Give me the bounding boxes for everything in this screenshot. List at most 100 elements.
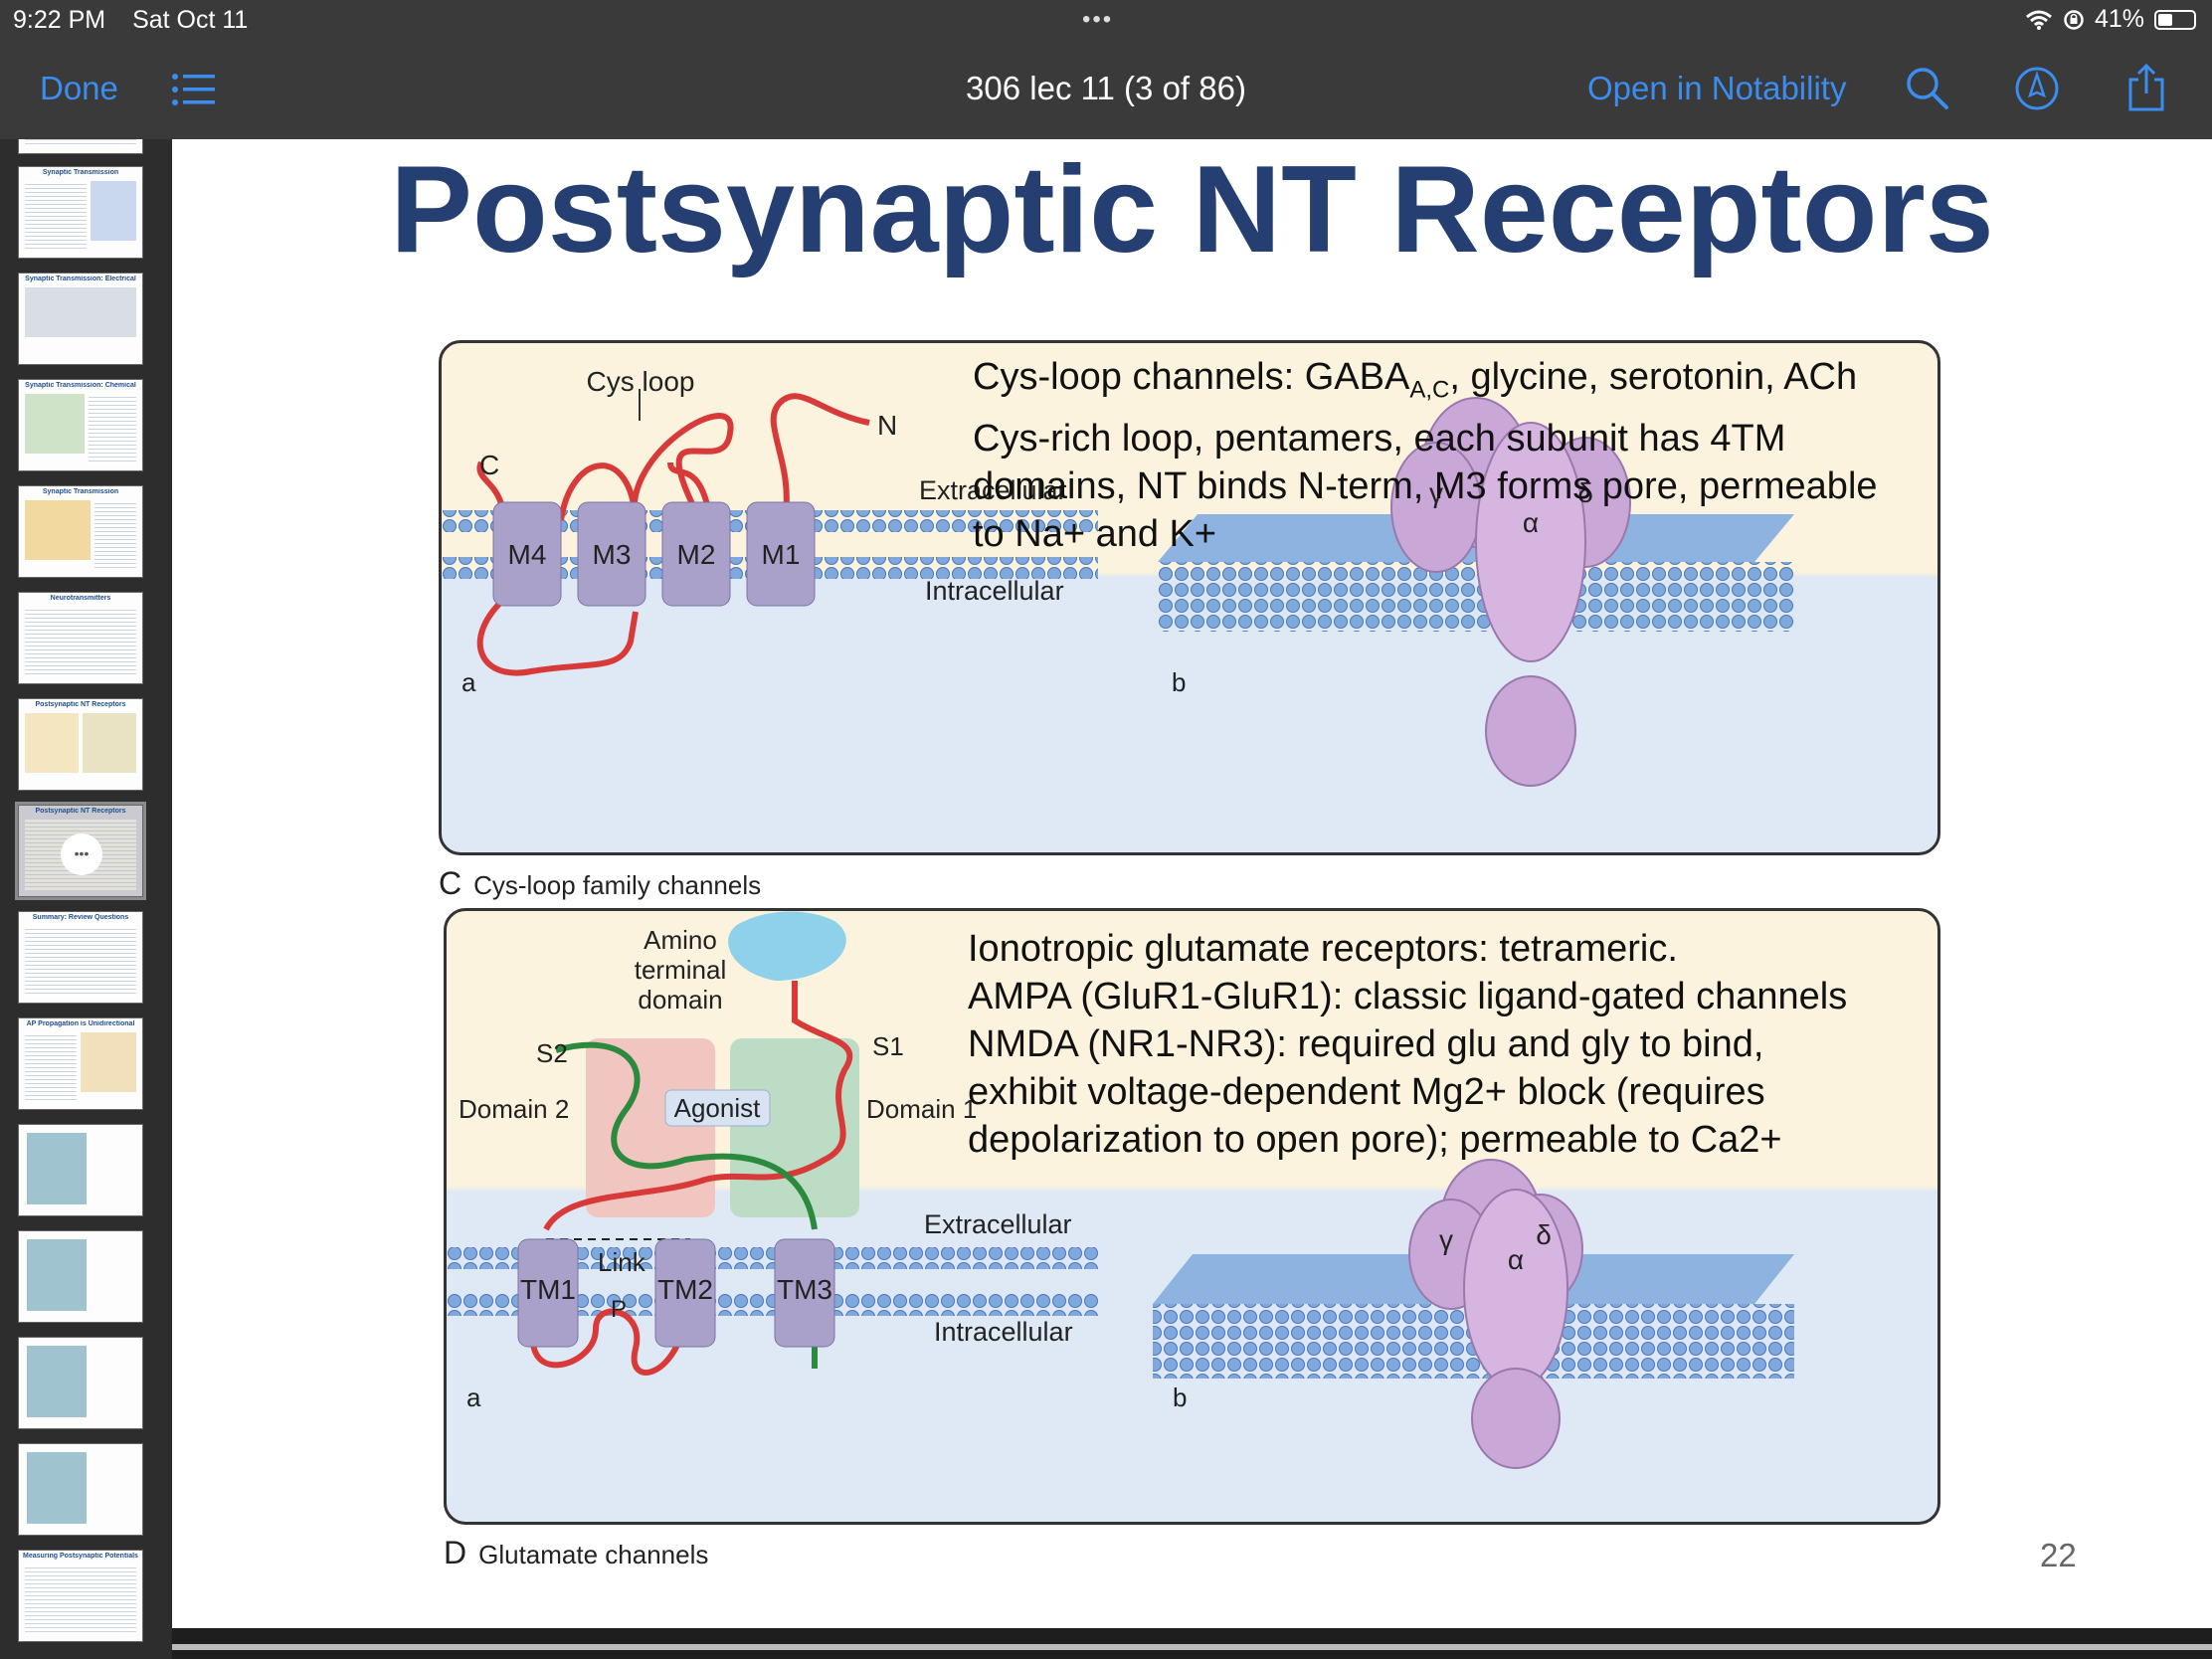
thumbnail-image xyxy=(25,287,136,337)
segment-m1: M1 xyxy=(746,501,816,607)
segment-label: TM2 xyxy=(657,1274,713,1305)
panel-label-b: b xyxy=(1173,1382,1187,1412)
segment-label: TM1 xyxy=(520,1274,576,1305)
status-left: 9:22 PM Sat Oct 11 xyxy=(13,6,268,35)
glu-text-line: depolarization to open pore); permeable … xyxy=(968,1119,1782,1161)
page-thumbnail[interactable] xyxy=(18,1230,143,1323)
thumbnail-content xyxy=(94,500,136,571)
n-terminus-label: N xyxy=(877,410,897,441)
amino-label-line: domain xyxy=(638,985,722,1014)
red-chain xyxy=(543,981,853,1231)
segment-label: TM3 xyxy=(777,1274,832,1305)
thumbnail-content xyxy=(25,607,136,677)
intracellular-label: Intracellular xyxy=(934,1317,1073,1347)
thumbnail-content xyxy=(25,1032,77,1103)
segment-tm3: TM3 xyxy=(774,1238,835,1348)
segment-label: M2 xyxy=(677,539,716,570)
page-thumbnail[interactable] xyxy=(18,139,143,154)
done-button[interactable]: Done xyxy=(40,70,118,106)
amino-label-line: Amino xyxy=(644,925,717,955)
cys-loop-label: Cys loop xyxy=(587,366,695,397)
s2-label: S2 xyxy=(536,1038,568,1068)
page-thumbnail[interactable]: Synaptic Transmission xyxy=(18,166,143,259)
panel-label-a: a xyxy=(466,1382,481,1412)
page-thumbnail[interactable]: Synaptic Transmission: Electrical xyxy=(18,273,143,365)
page-thumbnail[interactable]: Summary: Review Questions xyxy=(18,911,143,1004)
pentamer-channel: α γ δ xyxy=(1390,397,1631,787)
subunit-delta: δ xyxy=(1577,477,1593,508)
status-time: 9:22 PM xyxy=(13,6,106,34)
list-icon[interactable] xyxy=(171,72,217,107)
thumbnail-image xyxy=(91,181,136,241)
thumbnail-image xyxy=(25,713,79,773)
page-thumbnail[interactable] xyxy=(18,1443,143,1536)
panel-label-a: a xyxy=(461,667,476,697)
cys-text-line: Cys-loop channels: GABAA,C, glycine, ser… xyxy=(973,353,1878,415)
segment-label: M4 xyxy=(508,539,547,570)
battery-percent: 41% xyxy=(2094,5,2144,33)
share-icon[interactable] xyxy=(2126,64,2166,111)
open-in-notability-button[interactable]: Open in Notability xyxy=(1587,70,1847,106)
link-label: Link xyxy=(598,1247,646,1277)
thumbnail-title: Synaptic Transmission: Chemical xyxy=(25,382,136,389)
cys-text-part: Cys-loop channels: GABA xyxy=(973,356,1410,398)
thumbnail-content xyxy=(25,1565,136,1635)
battery-icon xyxy=(2154,9,2196,30)
extracellular-label: Extracellular xyxy=(924,1209,1072,1239)
thumbnail-title: Measuring Postsynaptic Potentials xyxy=(23,1553,138,1560)
thumbnail-title: Postsynaptic NT Receptors xyxy=(35,701,126,708)
scroll-indicator[interactable] xyxy=(172,1644,2212,1650)
segment-m3: M3 xyxy=(577,501,646,607)
segment-label: M1 xyxy=(762,539,801,570)
page-thumbnail[interactable]: Synaptic Transmission xyxy=(18,485,143,578)
glu-text-line: Ionotropic glutamate receptors: tetramer… xyxy=(968,928,1678,970)
p-loop-label: P xyxy=(611,1296,627,1323)
thumbnail-title: Synaptic Transmission xyxy=(42,169,119,176)
slide-page: Postsynaptic NT Receptors M4 M3 M2 M1 xyxy=(172,139,2212,1628)
markup-pen-icon[interactable] xyxy=(2014,66,2060,111)
thumbnail-image xyxy=(83,713,136,773)
toolbar: Done 306 lec 11 (3 of 86) Open in Notabi… xyxy=(0,40,2212,139)
glu-text-line: exhibit voltage-dependent Mg2+ block (re… xyxy=(968,1071,1765,1113)
page-thumbnail[interactable]: AP Propagation is Unidirectional xyxy=(18,1017,143,1110)
slide-title: Postsynaptic NT Receptors xyxy=(390,141,1994,278)
segment-tm2: TM2 xyxy=(654,1238,716,1348)
cys-loop-diagram: M4 M3 M2 M1 Cys loop N C Extracellular I… xyxy=(442,366,1794,787)
slide-page-number: 22 xyxy=(2040,1537,2077,1573)
thumbnail-content xyxy=(25,139,136,147)
pore-loop xyxy=(530,1308,688,1376)
document-title: 306 lec 11 (3 of 86) xyxy=(966,70,1246,106)
page-thumbnail[interactable] xyxy=(18,1124,143,1216)
segment-m2: M2 xyxy=(661,501,731,607)
segment-label: M3 xyxy=(593,539,632,570)
page-thumbnail[interactable]: Postsynaptic NT Receptors xyxy=(18,698,143,791)
status-bar: 9:22 PM Sat Oct 11 ••• 41% xyxy=(0,0,2212,40)
more-options-button[interactable]: ••• xyxy=(61,833,102,875)
page-thumbnail-sidebar[interactable]: Synaptic Transmission Synaptic Transmiss… xyxy=(0,139,171,1659)
c-terminus-label: C xyxy=(479,450,499,480)
multitasking-dots[interactable]: ••• xyxy=(1082,6,1114,33)
cys-text-subscript: A,C xyxy=(1409,376,1450,404)
page-thumbnail[interactable]: Neurotransmitters xyxy=(18,592,143,684)
glutamate-description: Ionotropic glutamate receptors: tetramer… xyxy=(968,925,1847,1164)
caption-text: Cys-loop family channels xyxy=(473,870,762,900)
thumbnail-title: Synaptic Transmission: Electrical xyxy=(25,276,136,282)
thumbnail-title: Neurotransmitters xyxy=(50,595,111,602)
segment-tm1: TM1 xyxy=(517,1238,579,1348)
search-icon[interactable] xyxy=(1905,66,1950,111)
cys-loop-description: Cys-loop channels: GABAA,C, glycine, ser… xyxy=(973,353,1878,558)
page-thumbnail[interactable]: Measuring Postsynaptic Potentials xyxy=(18,1550,143,1642)
tetramer-channel: α γ δ xyxy=(1408,1159,1583,1469)
membrane-3d-side xyxy=(1158,562,1794,632)
orientation-lock-icon xyxy=(2064,9,2084,30)
agonist-label: Agonist xyxy=(674,1093,761,1123)
page-thumbnail[interactable]: Synaptic Transmission: Chemical xyxy=(18,379,143,471)
domain-1-label: Domain 1 xyxy=(866,1094,977,1124)
protein-loop xyxy=(476,393,870,676)
amino-label-line: terminal xyxy=(635,955,726,985)
page-thumbnail[interactable] xyxy=(18,1337,143,1429)
domain-2-block xyxy=(586,1038,715,1217)
agonist-box xyxy=(664,1089,771,1127)
page-thumbnail-current[interactable]: Postsynaptic NT Receptors••• xyxy=(15,802,146,900)
